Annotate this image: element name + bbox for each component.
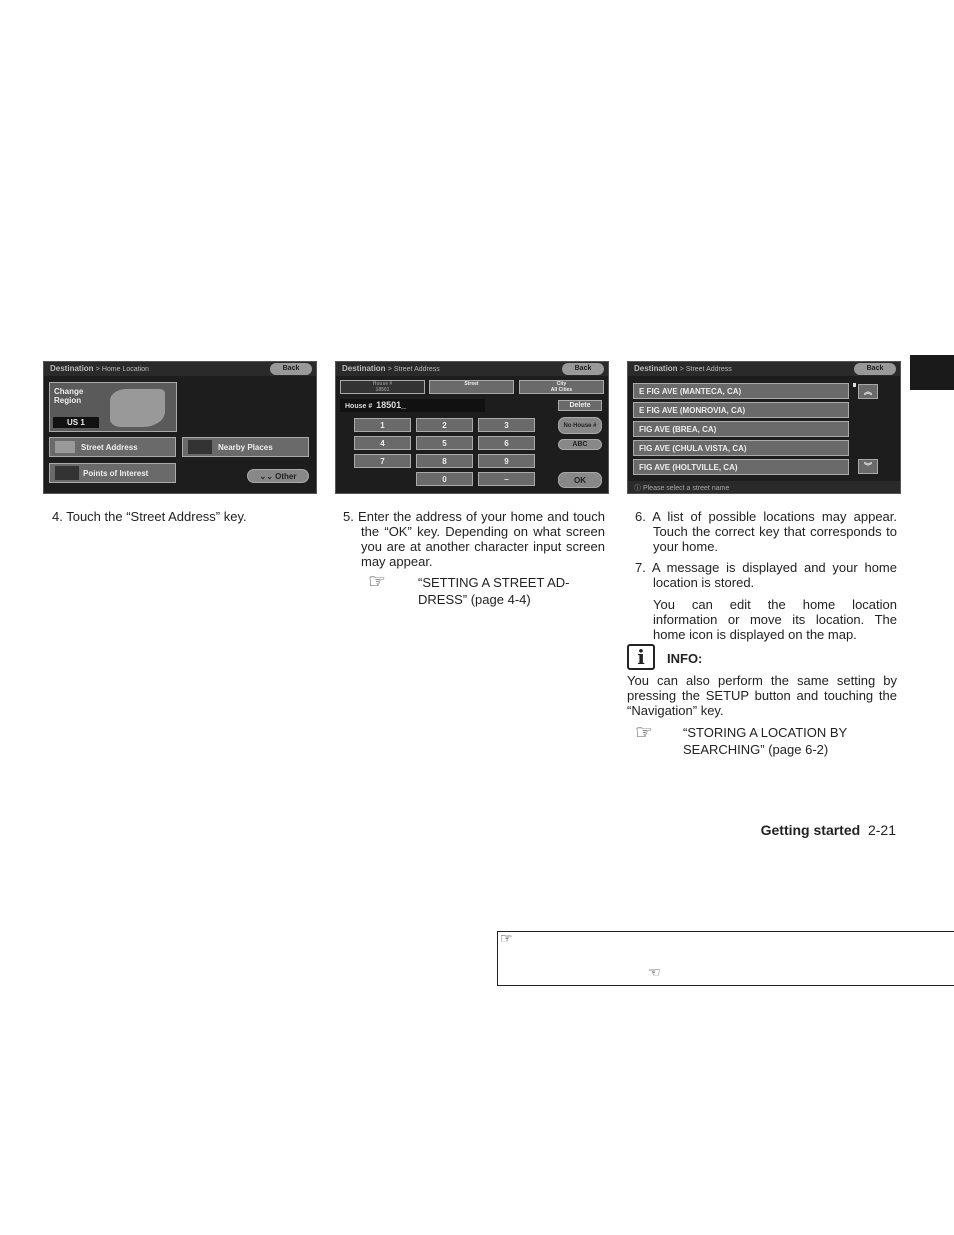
label: Street: [464, 381, 479, 387]
key-9[interactable]: 0: [416, 472, 473, 486]
double-chevron-down-icon: ⌄⌄: [259, 471, 276, 481]
step-5: 5. Enter the address of your home and to…: [343, 509, 605, 569]
street-icon: [55, 441, 75, 453]
map-icon: [110, 389, 165, 427]
step-4: 4. Touch the “Street Address” key.: [52, 509, 247, 524]
tab-street[interactable]: Street: [429, 380, 514, 394]
hand-right-icon: ☞: [500, 930, 513, 946]
label: House #: [345, 403, 373, 410]
house-number-field[interactable]: House # 18501_: [340, 399, 485, 412]
key-8[interactable]: 9: [478, 454, 535, 468]
street-list-item[interactable]: FIG AVE (CHULA VISTA, CA): [633, 440, 849, 456]
scroll-down-button[interactable]: ︾: [858, 459, 878, 474]
value: 18501_: [376, 400, 407, 410]
info-icon: ⓘ: [634, 485, 643, 492]
info-icon: i: [627, 644, 655, 670]
change-region-button[interactable]: Change Region US 1: [49, 382, 177, 432]
info-text: You can also perform the same setting by…: [627, 673, 897, 718]
key-5[interactable]: 6: [478, 436, 535, 450]
no-house-number-button[interactable]: No House #: [558, 417, 602, 434]
tab-house-number[interactable]: House #18501: [340, 380, 425, 394]
screen-home-location: Destination > Home Location Back Change R…: [43, 361, 317, 494]
key-10[interactable]: –: [478, 472, 535, 486]
breadcrumb: > Home Location: [95, 366, 149, 373]
label: Nearby Places: [218, 442, 273, 452]
scrollbar[interactable]: [853, 383, 856, 387]
double-chevron-down-icon: ︾: [864, 462, 872, 471]
screen-street-list: Destination > Street Address Back E FIG A…: [627, 361, 901, 494]
reference-link[interactable]: “SETTING A STREET AD-DRESS” (page 4-4): [418, 575, 570, 607]
info-label: INFO:: [667, 651, 703, 666]
street-address-button[interactable]: Street Address: [49, 437, 176, 457]
page-footer: Getting started 2-21: [700, 822, 896, 838]
key-3[interactable]: 4: [354, 436, 411, 450]
status-bar: ⓘ Please select a street name: [628, 481, 900, 493]
street-list-item[interactable]: E FIG AVE (MONROVIA, CA): [633, 402, 849, 418]
label: Street Address: [81, 442, 138, 452]
label: Points of Interest: [83, 468, 149, 478]
breadcrumb: > Street Address: [387, 366, 440, 373]
step-6: 6. A list of possible locations may appe…: [635, 509, 897, 554]
screen-title: Destination: [634, 364, 678, 373]
delete-button[interactable]: Delete: [558, 400, 602, 411]
screen-header: Destination > Street Address Back: [336, 362, 608, 376]
scroll-up-button[interactable]: ︽: [858, 384, 878, 399]
status-text: Please select a street name: [642, 485, 730, 492]
abc-button[interactable]: ABC: [558, 439, 602, 450]
key-0[interactable]: 1: [354, 418, 411, 432]
ok-button[interactable]: OK: [558, 472, 602, 488]
other-button[interactable]: ⌄⌄ Other: [247, 469, 309, 483]
screen-title: Destination: [342, 364, 386, 373]
poi-icon: [55, 466, 79, 480]
back-button[interactable]: Back: [854, 363, 896, 375]
hand-left-icon: ☜: [648, 964, 661, 980]
key-7[interactable]: 8: [416, 454, 473, 468]
screen-header: Destination > Street Address Back: [628, 362, 900, 376]
screen-title: Destination: [50, 364, 94, 373]
points-of-interest-button[interactable]: Points of Interest: [49, 463, 176, 483]
street-list-item[interactable]: FIG AVE (HOLTVILLE, CA): [633, 459, 849, 475]
back-button[interactable]: Back: [562, 363, 604, 375]
reference-link[interactable]: “STORING A LOCATION BY SEARCHING” (page …: [683, 725, 847, 757]
step-7: 7. A message is displayed and your home …: [635, 560, 897, 590]
note-box: ☞ ☜: [497, 930, 954, 986]
value: 18501: [375, 387, 390, 393]
key-4[interactable]: 5: [416, 436, 473, 450]
label: House #: [372, 381, 393, 387]
step-7-note: You can edit the home location informati…: [653, 597, 897, 642]
label: Other: [275, 471, 297, 481]
back-button[interactable]: Back: [270, 363, 312, 375]
key-2[interactable]: 3: [478, 418, 535, 432]
nearby-icon: [188, 440, 212, 454]
screen-street-address-input: Destination > Street Address Back House #…: [335, 361, 609, 494]
key-6[interactable]: 7: [354, 454, 411, 468]
change-region-label: Change Region: [54, 387, 84, 405]
street-list-item[interactable]: E FIG AVE (MANTECA, CA): [633, 383, 849, 399]
nearby-places-button[interactable]: Nearby Places: [182, 437, 309, 457]
section-name: Getting started: [760, 822, 861, 838]
key-1[interactable]: 2: [416, 418, 473, 432]
value: All Cities: [550, 387, 573, 393]
label: City: [556, 381, 567, 387]
reference-hand-icon: ☞: [635, 722, 653, 744]
double-chevron-up-icon: ︽: [864, 387, 872, 396]
breadcrumb: > Street Address: [679, 366, 732, 373]
chapter-tab: [910, 355, 954, 390]
region-value: US 1: [53, 417, 99, 428]
screen-header: Destination > Home Location Back: [44, 362, 316, 376]
page-number: 2-21: [867, 822, 896, 838]
reference-hand-icon: ☞: [368, 571, 386, 593]
street-list-item[interactable]: FIG AVE (BREA, CA): [633, 421, 849, 437]
